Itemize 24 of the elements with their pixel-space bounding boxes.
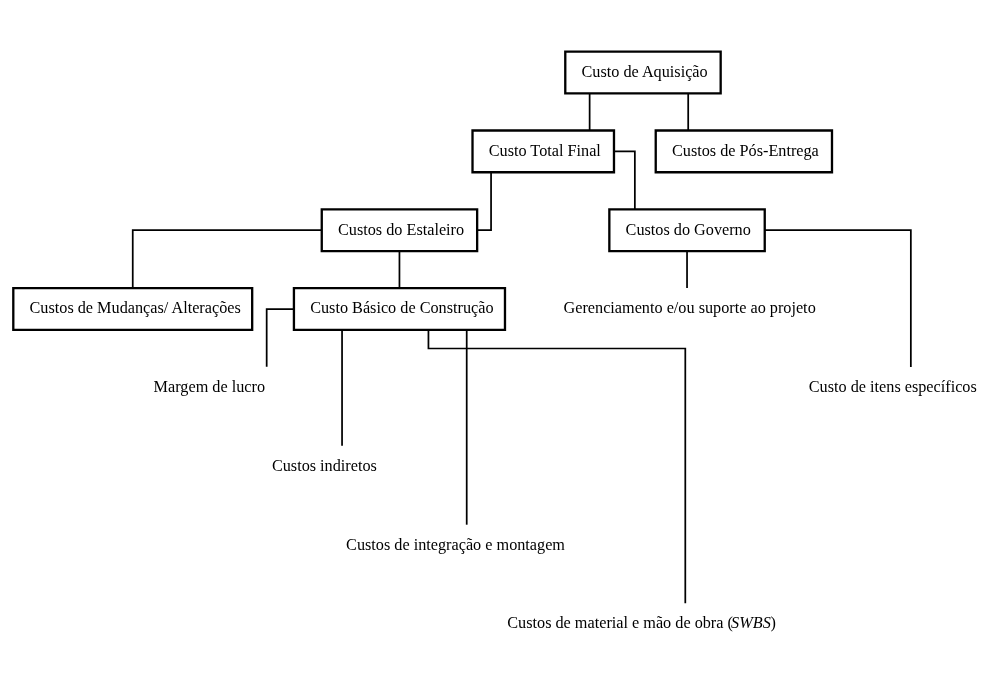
- node-box: Custos do Estaleiro: [320, 207, 479, 252]
- connector: [687, 92, 690, 131]
- connector: [131, 228, 323, 289]
- node-box: Custo de Aquisição: [564, 50, 722, 95]
- node-text: Custos indiretos: [271, 456, 377, 475]
- node-text: Custos de material e mão de obra (SWBS): [507, 613, 776, 632]
- connector: [764, 228, 912, 368]
- connector: [341, 328, 343, 447]
- node-text: Custo de itens específicos: [808, 377, 977, 396]
- node-box: Custos de Pós-Entrega: [654, 128, 834, 173]
- connector: [265, 307, 295, 368]
- node-text: Margem de lucro: [153, 377, 266, 396]
- node-box: Custo Total Final: [471, 128, 616, 173]
- connector: [613, 150, 636, 210]
- connector: [686, 250, 688, 289]
- connector: [588, 92, 591, 131]
- connector: [427, 328, 687, 604]
- node-box: Custo Básico de Construção: [292, 286, 507, 331]
- node-box: Custos do Governo: [608, 207, 766, 252]
- node-text: Custos de integração e montagem: [346, 535, 565, 554]
- connector: [398, 250, 401, 289]
- connector: [465, 328, 468, 526]
- node-text: Gerenciamento e/ou suporte ao projeto: [563, 298, 816, 317]
- node-box: Custos de Mudanças/ Alterações: [12, 286, 254, 331]
